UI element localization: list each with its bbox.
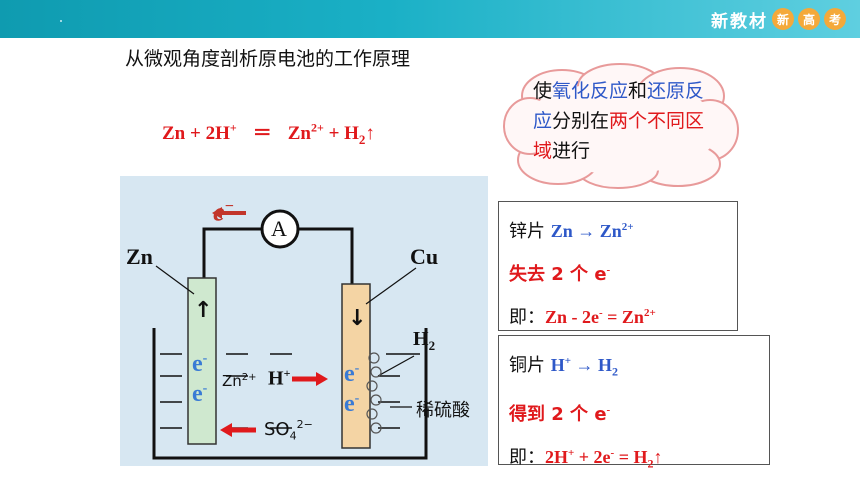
cu-down-arrow: ↓	[348, 306, 367, 331]
cloud-oxidation: 氧化反应	[552, 80, 629, 102]
copper-line-2: 得到 2 个 e-	[509, 403, 611, 425]
cu-electron-1: e-	[344, 361, 360, 387]
cu-pointer	[365, 267, 417, 305]
copper-line-1: 铜片 H+ → H2	[509, 355, 619, 379]
brand-logo: 新教材 新 高 考	[711, 6, 846, 32]
decor-dot	[60, 20, 62, 22]
zn-electron-2: e-	[192, 381, 208, 407]
header-bar: 新教材 新 高 考	[0, 0, 860, 38]
cloud-part-7: 进行	[552, 140, 591, 162]
cloud-part-3: 和	[628, 80, 648, 102]
h-plus-arrow	[292, 372, 328, 386]
eq-left-charge: +	[229, 120, 237, 135]
beaker	[152, 328, 428, 460]
zinc-plate	[187, 277, 217, 445]
page-title: 从微观角度剖析原电池的工作原理	[125, 48, 411, 70]
eq-equals: ＝	[252, 123, 272, 144]
sulfate-arrow	[220, 423, 256, 437]
brand-badge-xin: 新	[772, 8, 794, 30]
brand-badge-kao: 考	[824, 8, 846, 30]
electron-flow-label: e−	[213, 197, 235, 227]
h-ion-label: H+	[268, 366, 291, 390]
zinc-line-3: 即：Zn - 2e- = Zn2+	[509, 307, 656, 328]
electron-arrow-head	[212, 207, 222, 219]
copper-plate	[341, 283, 371, 449]
brand-text: 新教材	[711, 11, 768, 32]
h2-pointer	[377, 355, 415, 377]
bubbles	[366, 352, 382, 434]
zn-label: Zn	[126, 244, 153, 269]
copper-info-box: 铜片 H+ → H2 得到 2 个 e- 即：2H+ + 2e- = H2↑	[498, 335, 770, 470]
eq-right-b: + H	[323, 123, 359, 144]
zn-ion-label: Zn2+	[222, 372, 257, 390]
liquid-lines	[160, 353, 420, 429]
zn-pointer	[155, 265, 195, 295]
cu-label: Cu	[410, 244, 439, 269]
cloud-text: 使氧化反应和还原反应分别在两个不同区域进行	[533, 76, 719, 166]
zn-up-arrow: ↑	[194, 298, 213, 323]
zinc-info-box: 锌片 Zn → Zn2+ 失去 2 个 e- 即：Zn - 2e- = Zn2+	[498, 201, 738, 331]
cu-electron-2: e-	[344, 391, 360, 417]
reaction-equation: Zn + 2H+ ＝ Zn2+ + H2↑	[162, 118, 375, 148]
cloud-part-1: 使	[533, 80, 553, 102]
cloud-part-5: 分别在	[552, 110, 610, 132]
brand-badge-gao: 高	[798, 8, 820, 30]
copper-line-3: 即：2H+ + 2e- = H2↑	[509, 446, 663, 471]
eq-arrow: ↑	[365, 123, 375, 144]
zn-electron-1: e-	[192, 351, 208, 377]
zinc-line-2: 失去 2 个 e-	[509, 264, 611, 285]
eq-right-a-charge: 2+	[310, 120, 324, 135]
acid-label: 稀硫酸	[416, 400, 470, 421]
h2-label: H2	[413, 328, 436, 353]
eq-right-b-sub: 2	[358, 131, 366, 147]
sulfate-label: SO42−	[264, 418, 313, 443]
eq-left: Zn + 2H	[162, 123, 230, 144]
ammeter-label: A	[271, 216, 287, 241]
cloud-reduction: 还原反应	[533, 80, 705, 132]
thought-cloud-shape	[503, 63, 739, 189]
galvanic-cell-diagram: e− A Zn Cu H2 稀硫酸 ↑ ↓ e- e- e- e- Zn2+ H…	[120, 176, 488, 466]
ammeter-icon	[260, 209, 300, 249]
zinc-line-1: 锌片 Zn → Zn2+	[509, 221, 634, 242]
eq-right-a: Zn	[287, 123, 311, 144]
wire-right	[298, 227, 354, 288]
cloud-two-regions: 两个不同区域	[533, 110, 705, 162]
cell-drawing	[152, 207, 428, 460]
wire-left	[202, 227, 262, 280]
